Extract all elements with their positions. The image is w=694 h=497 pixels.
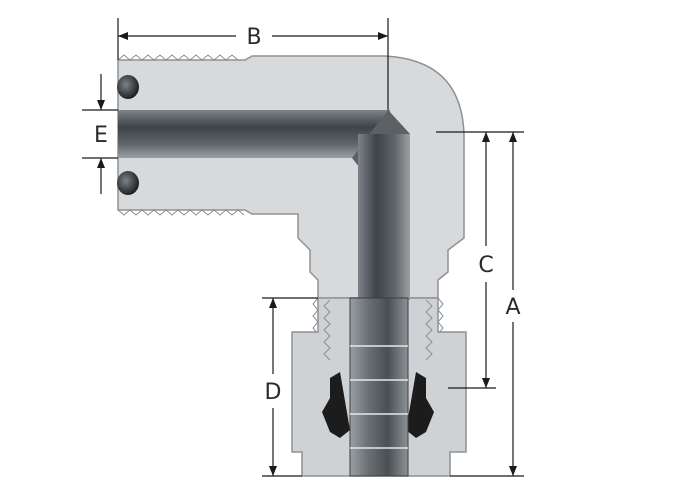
ferrule-left xyxy=(322,372,350,438)
tube-grooves xyxy=(350,345,408,449)
dimension-a: A xyxy=(450,131,524,477)
horizontal-port-threads xyxy=(117,54,245,216)
label-d: D xyxy=(265,380,282,405)
dimension-d: D xyxy=(262,297,318,477)
tube-inserted xyxy=(349,297,409,477)
label-b: B xyxy=(246,25,261,50)
tube-vertical xyxy=(358,134,410,300)
dimension-b: B xyxy=(117,18,389,110)
dimension-e: E xyxy=(82,74,118,194)
label-a: A xyxy=(505,295,520,320)
o-ring-top xyxy=(117,75,139,99)
label-e: E xyxy=(94,123,108,148)
label-c: C xyxy=(478,253,493,278)
fitting-body xyxy=(117,55,465,299)
ferrule-right xyxy=(406,372,434,438)
o-ring-bottom xyxy=(117,171,139,195)
tube-horizontal xyxy=(118,110,390,158)
dimension-c: C xyxy=(436,131,496,389)
nut-threads xyxy=(323,299,433,361)
